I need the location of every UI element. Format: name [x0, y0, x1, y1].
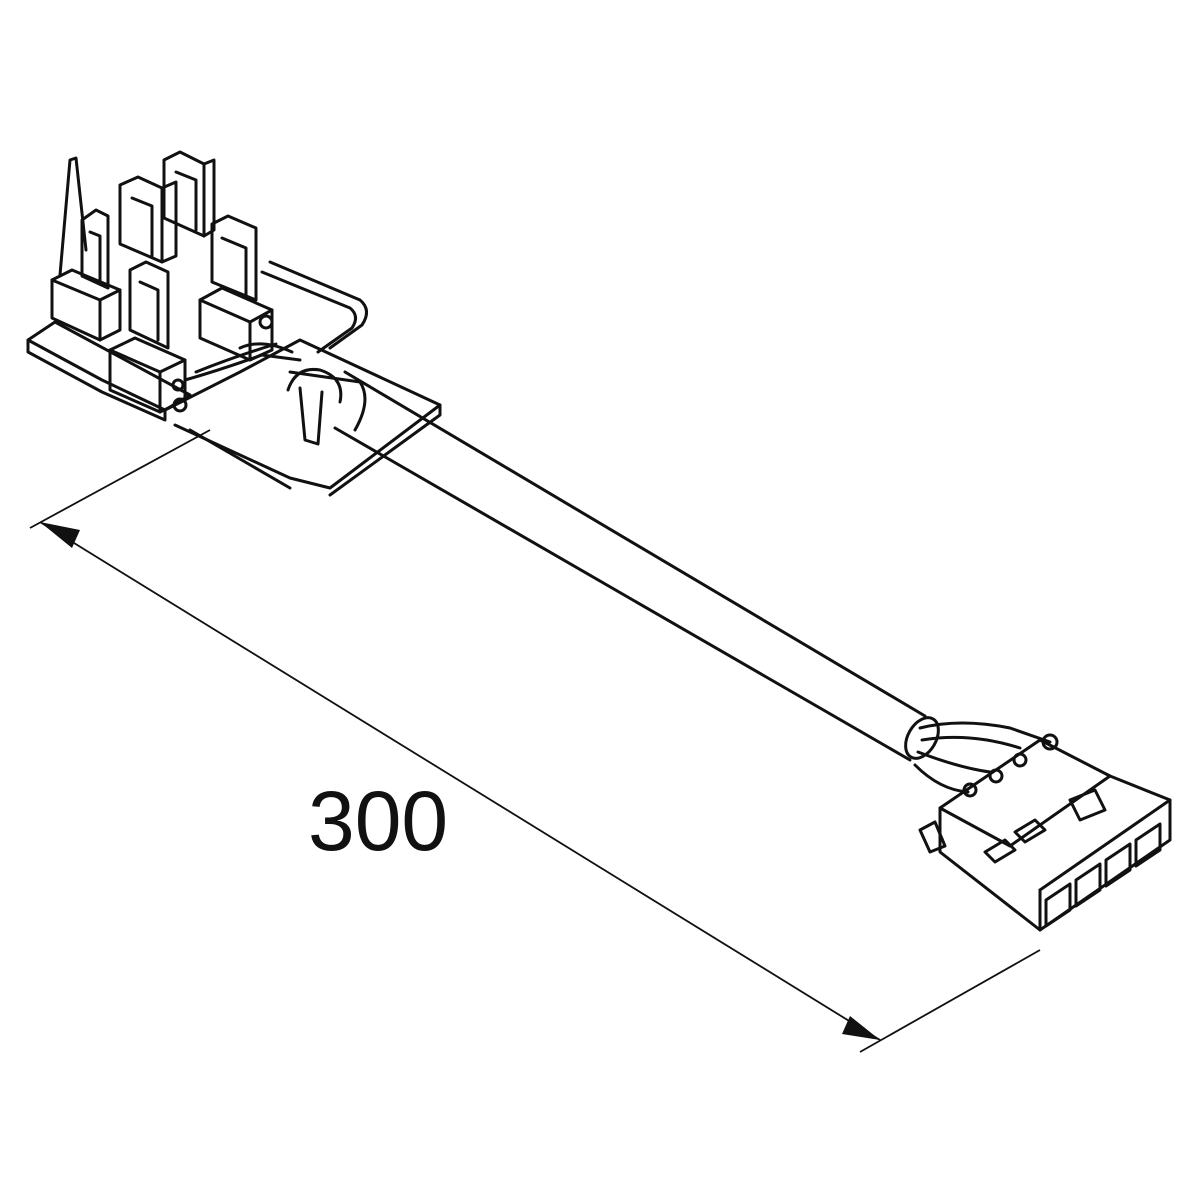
extension-line-left [29, 429, 211, 529]
dimension-line [39, 521, 881, 1041]
arrowhead-right [842, 1016, 880, 1040]
cable [286, 367, 940, 762]
arrowhead-left [40, 522, 80, 548]
connector [913, 721, 1172, 932]
dimension-value: 300 [308, 774, 448, 868]
dimension [29, 429, 1041, 1053]
terminal-block [26, 150, 442, 497]
extension-line-right [859, 949, 1041, 1053]
